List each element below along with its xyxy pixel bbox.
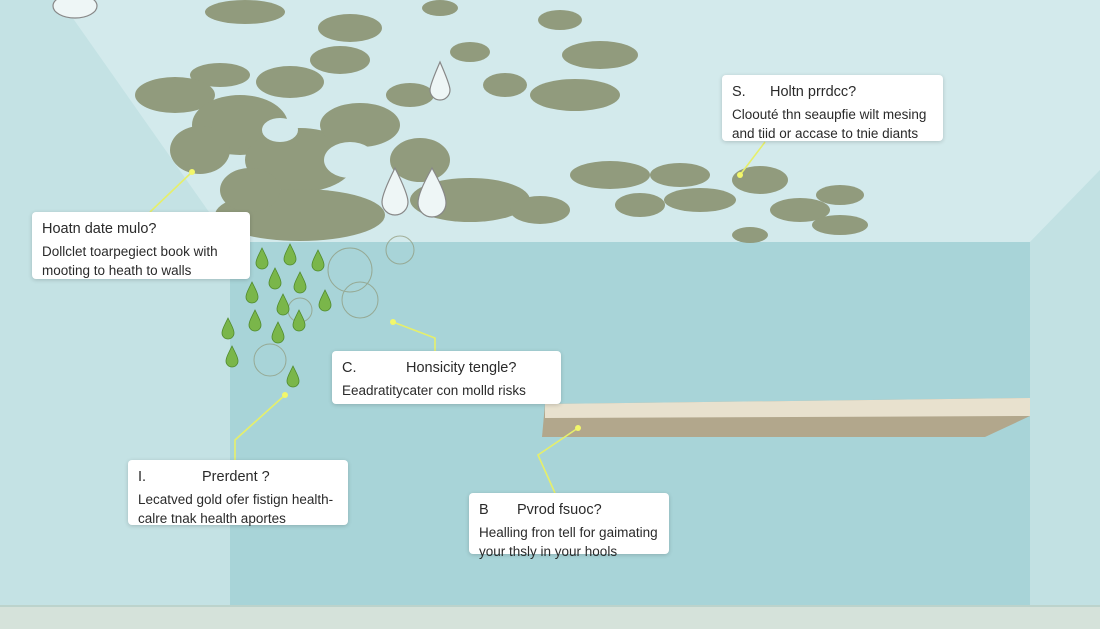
callout-title: Honsicity tengle? bbox=[406, 360, 517, 376]
callout-title: Pvrod fsuoc? bbox=[517, 502, 602, 518]
right-wall bbox=[1030, 170, 1100, 610]
callout-b: B Pvrod fsuoc? Healling fron tell for gai… bbox=[469, 493, 669, 559]
callout-body: Eeadratitycater con molld risks bbox=[342, 383, 526, 398]
callout-body: Cloouté thn seaupfie wilt mesing and tii… bbox=[732, 107, 927, 141]
callout-letter: I. bbox=[138, 469, 147, 485]
green-droplets bbox=[221, 243, 332, 388]
left-wall bbox=[0, 0, 230, 605]
callout-title: Hoatn date mulo? bbox=[42, 221, 157, 237]
mold-growth bbox=[135, 0, 868, 243]
callout-i: I. Prerdent ? Lecatved gold ofer fistign … bbox=[128, 460, 348, 526]
callout-letter: C. bbox=[342, 360, 357, 376]
leader-lines bbox=[149, 141, 766, 494]
callout-letter: S. bbox=[732, 84, 746, 100]
callout-body: Dollclet toarpegiect book with mooting t… bbox=[42, 244, 218, 278]
callout-s: S. Holtn prrdcc? Cloouté thn seaupfie wil… bbox=[722, 75, 943, 141]
callout-letter: B bbox=[479, 502, 489, 518]
mold-holes bbox=[218, 25, 376, 178]
callout-body: Healling fron tell for gaimating your th… bbox=[479, 525, 658, 559]
floor bbox=[0, 605, 1100, 629]
water-droplets bbox=[52, 0, 451, 218]
shelf bbox=[542, 398, 1030, 437]
callout-c: C. Honsicity tengle? Eeadratitycater con … bbox=[332, 351, 561, 404]
callout-title: Prerdent ? bbox=[202, 469, 270, 485]
callout-title: Holtn prrdcc? bbox=[770, 84, 857, 100]
callout-hoatn: Hoatn date mulo? Dollclet toarpegiect bo… bbox=[32, 212, 250, 279]
callout-body: Lecatved gold ofer fistign health- calre… bbox=[138, 492, 334, 526]
leader-dots bbox=[189, 169, 743, 431]
